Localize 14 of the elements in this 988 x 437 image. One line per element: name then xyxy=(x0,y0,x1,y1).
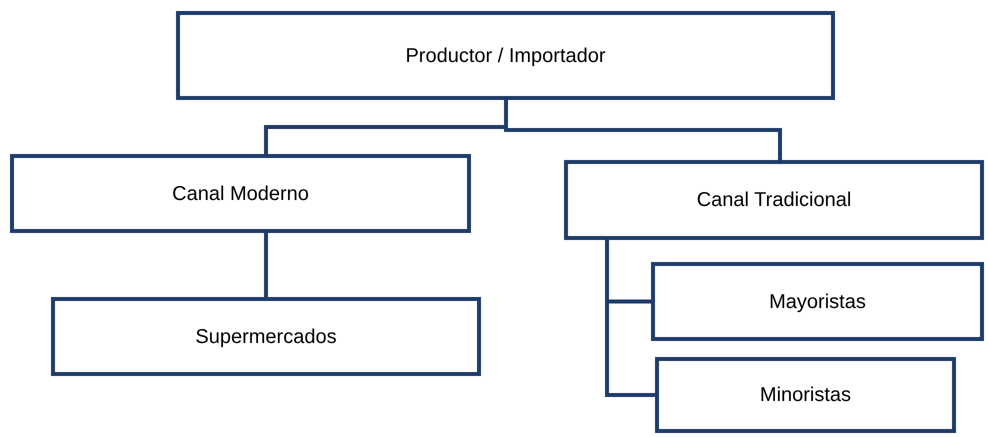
box-label: Minoristas xyxy=(760,383,852,408)
org-box xyxy=(655,357,956,433)
org-box xyxy=(564,160,984,240)
org-box xyxy=(651,262,984,341)
box-label: Supermercados xyxy=(195,324,337,350)
org-box xyxy=(51,297,481,376)
org-box xyxy=(10,154,471,233)
connector-line xyxy=(504,100,782,160)
org-box xyxy=(176,11,835,100)
box-label: Canal Moderno xyxy=(172,182,309,206)
box-label: Mayoristas xyxy=(769,290,866,314)
box-label: Canal Tradicional xyxy=(696,188,852,213)
box-label: Productor / Importador xyxy=(405,44,606,68)
connector-line xyxy=(264,233,268,297)
